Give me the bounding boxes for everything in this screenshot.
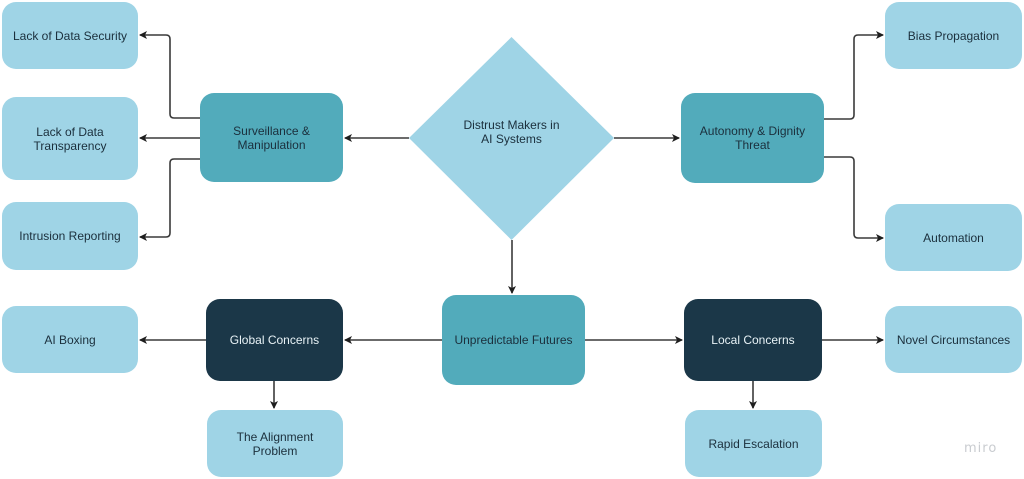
node-label-line-2: Manipulation bbox=[237, 137, 306, 152]
node-label: Rapid Escalation bbox=[708, 436, 799, 451]
node-novel-circumstances[interactable]: Novel Circumstances bbox=[885, 306, 1022, 373]
edge-autonomy-bias bbox=[824, 31, 884, 120]
node-label-line-2: Transparency bbox=[33, 138, 107, 153]
node-the-alignment-problem[interactable]: The Alignment Problem bbox=[207, 410, 343, 477]
node-local-concerns[interactable]: Local Concerns bbox=[684, 299, 822, 381]
node-automation[interactable]: Automation bbox=[885, 204, 1022, 271]
root-node-distrust-makers[interactable]: Distrust Makers in AI Systems bbox=[409, 37, 614, 240]
node-label: The Alignment Problem bbox=[236, 429, 314, 458]
node-lack-of-data-security[interactable]: Lack of Data Security bbox=[2, 2, 138, 69]
node-bias-propagation[interactable]: Bias Propagation bbox=[885, 2, 1022, 69]
node-global-concerns[interactable]: Global Concerns bbox=[206, 299, 343, 381]
edge-surveillance-intrusion bbox=[139, 158, 200, 241]
node-ai-boxing[interactable]: AI Boxing bbox=[2, 306, 138, 373]
node-label-line-2: Threat bbox=[735, 138, 770, 152]
node-label: Lack of Data Security bbox=[12, 28, 128, 43]
node-rapid-escalation[interactable]: Rapid Escalation bbox=[685, 410, 822, 477]
root-node-label: Distrust Makers in AI Systems bbox=[409, 37, 614, 227]
edge-surveillance-security bbox=[139, 31, 200, 119]
node-surveillance-manipulation[interactable]: Surveillance & Manipulation bbox=[200, 93, 343, 182]
node-label: Bias Propagation bbox=[907, 28, 1000, 43]
node-label: Global Concerns bbox=[229, 333, 320, 347]
node-label: Local Concerns bbox=[711, 333, 795, 347]
node-autonomy-dignity-threat[interactable]: Autonomy & Dignity Threat bbox=[681, 93, 824, 183]
node-label: Automation bbox=[923, 230, 984, 245]
node-label: AI Boxing bbox=[44, 332, 96, 347]
node-label-line-1: Autonomy & Dignity bbox=[699, 124, 806, 138]
node-label: Unpredictable Futures bbox=[454, 333, 573, 347]
node-lack-of-data-transparency[interactable]: Lack of Data Transparency bbox=[2, 97, 138, 180]
root-label-line-1: Distrust Makers in bbox=[463, 118, 560, 132]
node-label: Novel Circumstances bbox=[896, 332, 1011, 347]
node-unpredictable-futures[interactable]: Unpredictable Futures bbox=[442, 295, 585, 385]
diamond-shape bbox=[409, 37, 614, 240]
node-label: Intrusion Reporting bbox=[19, 229, 121, 243]
miro-watermark: miro bbox=[964, 441, 998, 456]
root-label-line-2: AI Systems bbox=[481, 132, 542, 146]
node-label-line-1: Lack of Data bbox=[36, 124, 104, 139]
edge-autonomy-automation bbox=[824, 156, 884, 242]
node-label-line-1: Surveillance & bbox=[233, 123, 310, 138]
node-intrusion-reporting[interactable]: Intrusion Reporting bbox=[2, 202, 138, 270]
